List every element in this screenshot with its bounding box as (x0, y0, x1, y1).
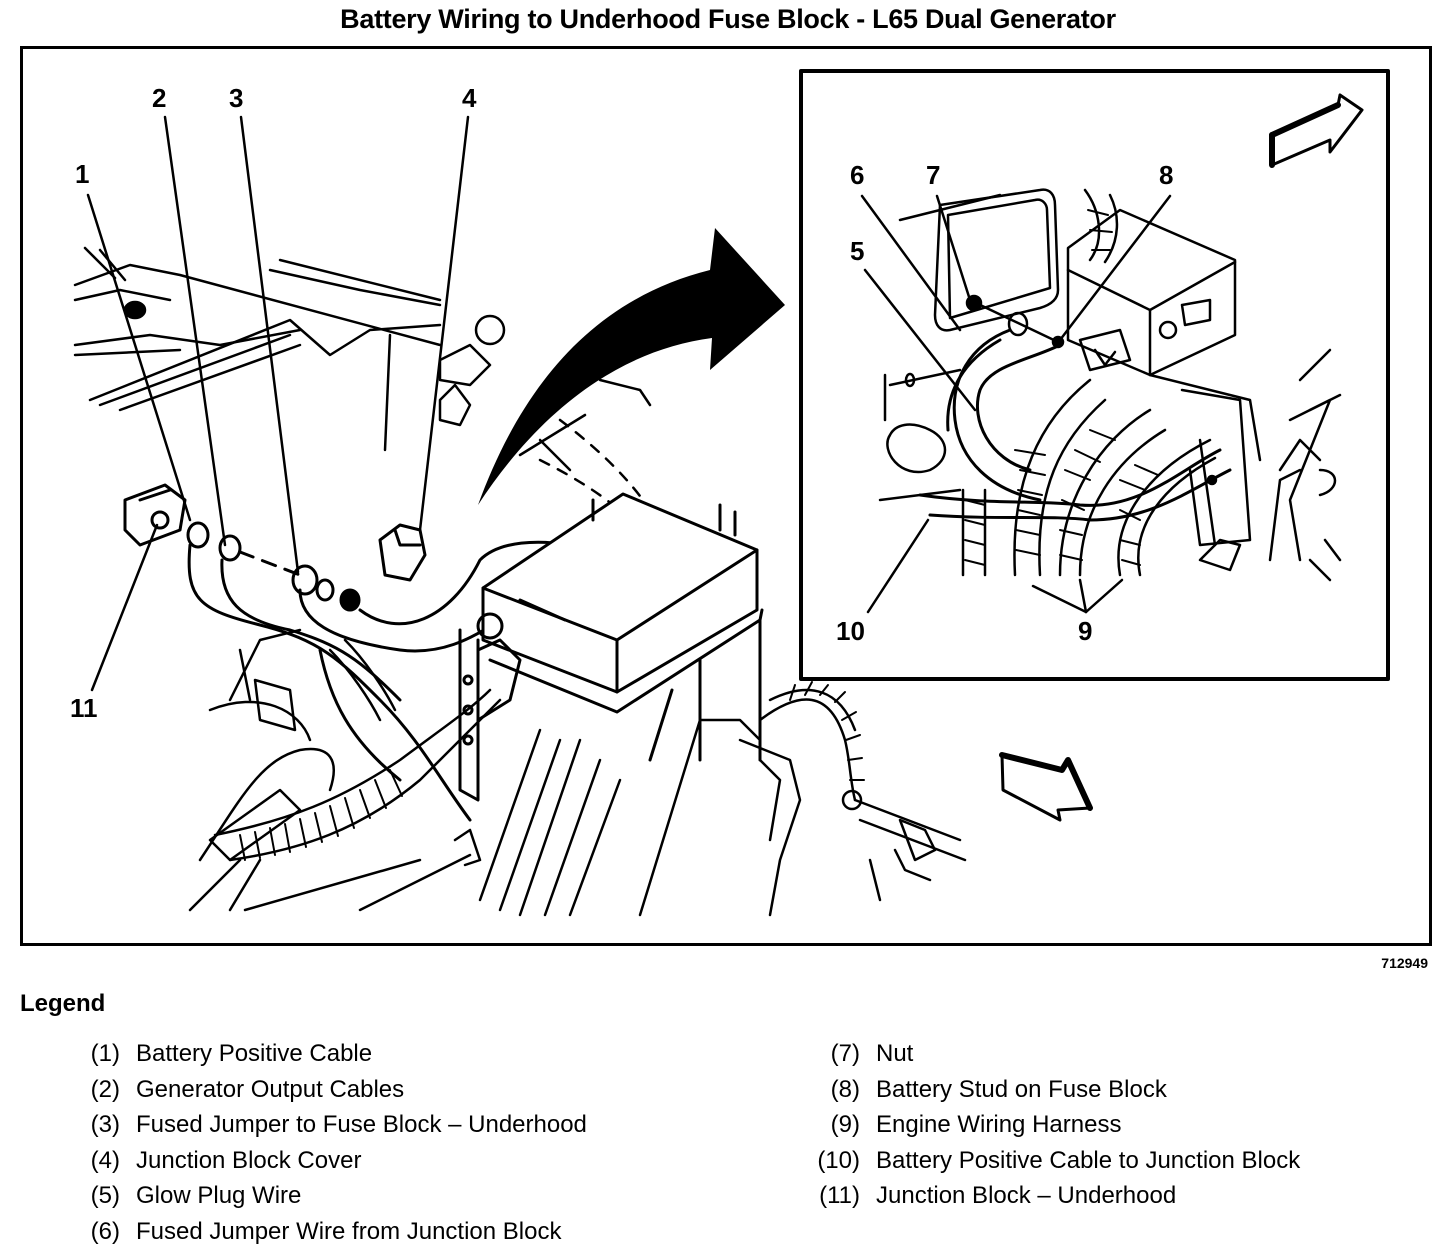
legend-number: (6) (90, 1217, 120, 1245)
hood-panel-lines (73, 246, 442, 452)
legend-number: (7) (830, 1040, 860, 1067)
legend-label: Glow Plug Wire (136, 1182, 302, 1209)
mount-bracket (438, 314, 506, 427)
legend-label: Generator Output Cables (136, 1075, 405, 1103)
legend-number: (9) (830, 1111, 860, 1138)
callout-1: 1 (75, 159, 89, 189)
callout-9: 9 (1078, 616, 1092, 646)
legend-item: (2) Generator Output Cables (80, 1076, 587, 1112)
callout-11: 11 (70, 693, 98, 723)
legend-right-column: (7) Nut (8) Battery Stud on Fuse Block (9)… (802, 1040, 1300, 1218)
legend-label: Battery Positive Cable to Junction Block (876, 1146, 1301, 1174)
legend-number: (5) (90, 1182, 120, 1209)
legend-item: (7) Nut (802, 1040, 1300, 1076)
vehicle-forward-arrow-icon (999, 752, 1093, 822)
legend-item: (5) Glow Plug Wire (80, 1182, 587, 1218)
vehicle-forward-arrow-icon (1269, 93, 1364, 168)
figure-id: 712949 (1381, 955, 1428, 971)
legend-item: (10) Battery Positive Cable to Junction B… (802, 1147, 1300, 1183)
callout-labels-main: 1 2 3 4 11 (70, 83, 477, 723)
battery-cables (187, 540, 572, 822)
legend-item: (11) Junction Block – Underhood (802, 1182, 1300, 1218)
legend-left-column: (1) Battery Positive Cable (2) Generator O… (80, 1040, 587, 1253)
legend-item: (3) Fused Jumper to Fuse Block – Underhoo… (80, 1111, 587, 1147)
callout-4: 4 (462, 83, 477, 113)
curved-arrow-icon (478, 228, 785, 505)
callout-5: 5 (850, 236, 864, 266)
engine-wiring-harness (213, 638, 502, 862)
legend-item: (8) Battery Stud on Fuse Block (802, 1076, 1300, 1112)
callout-labels-inset: 6 7 8 5 9 10 (836, 160, 1173, 646)
legend-item: (9) Engine Wiring Harness (802, 1111, 1300, 1147)
inset-right-components (1180, 348, 1342, 582)
underhood-fuse-block (458, 492, 764, 802)
legend-item: (6) Fused Jumper Wire from Junction Block (80, 1218, 587, 1254)
callout-6: 6 (850, 160, 864, 190)
callout-10: 10 (836, 616, 865, 646)
legend-label: Fused Jumper Wire from Junction Block (136, 1217, 562, 1245)
legend-title: Legend (20, 990, 106, 1017)
junction-block-cover (378, 523, 427, 582)
leader-lines-inset (860, 194, 1172, 614)
legend-item: (1) Battery Positive Cable (80, 1040, 587, 1076)
legend-number: (2) (90, 1075, 120, 1103)
legend-label: Battery Stud on Fuse Block (876, 1075, 1167, 1103)
legend-label: Fused Jumper to Fuse Block – Underhood (136, 1111, 587, 1138)
legend-label: Engine Wiring Harness (876, 1111, 1122, 1138)
callout-2: 2 (152, 83, 166, 113)
legend-number: (4) (90, 1146, 120, 1174)
legend-number: (3) (90, 1111, 120, 1138)
legend-label: Nut (876, 1040, 914, 1067)
legend-label: Junction Block Cover (136, 1146, 362, 1174)
legend-number: (11) (819, 1182, 860, 1209)
legend-item: (4) Junction Block Cover (80, 1147, 587, 1183)
lower-left-components (188, 628, 422, 912)
illustration-frame (20, 46, 1432, 946)
legend-label: Junction Block – Underhood (876, 1182, 1177, 1209)
legend-number: (10) (817, 1146, 860, 1174)
legend-number: (8) (830, 1075, 860, 1103)
callout-7: 7 (926, 160, 940, 190)
inset-engine-wiring-harness (878, 188, 1217, 577)
cable-terminals (186, 521, 361, 612)
callout-8: 8 (1159, 160, 1173, 190)
callout-3: 3 (229, 83, 243, 113)
legend-number: (1) (90, 1040, 120, 1067)
detail-inset-frame (799, 69, 1390, 681)
fuse-block-housing (358, 718, 802, 917)
leader-lines-main (86, 115, 470, 692)
legend-label: Battery Positive Cable (136, 1040, 373, 1067)
diagram-title: Battery Wiring to Underhood Fuse Block -… (340, 4, 1116, 34)
junction-block-underhood (123, 483, 187, 547)
right-harness (758, 681, 967, 902)
